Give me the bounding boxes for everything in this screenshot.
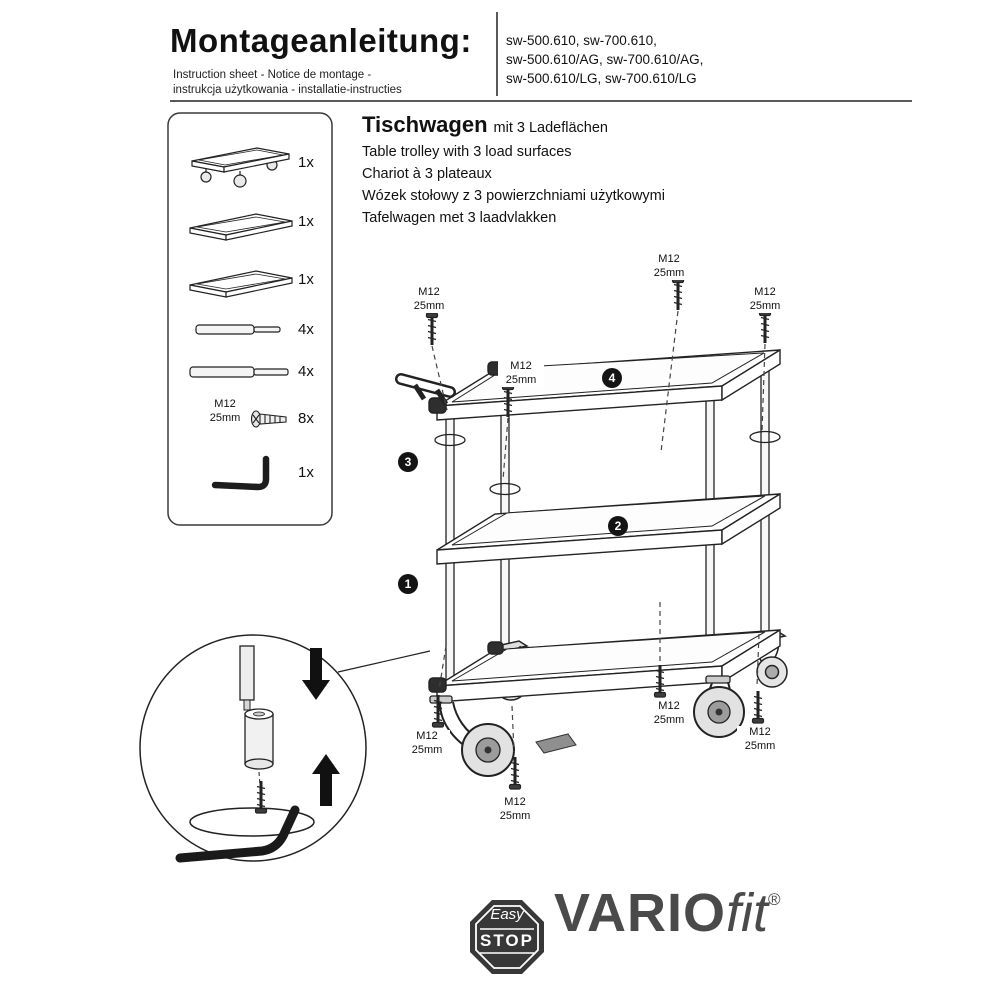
variofit-fit-text: fit [726,883,769,943]
screw-callout-label: M12 25mm [737,726,783,753]
screw-callout-label: M12 25mm [406,286,452,313]
part-qty-tray1: 1x [298,213,314,230]
screw-callout-label: M12 25mm [646,700,692,727]
screw-callout-label: M12 25mm [492,796,538,823]
part-qty-tube-long: 4x [298,363,314,380]
tray-icon-1 [189,213,293,241]
screw-callout-label: M12 25mm [646,253,692,280]
variofit-logo: VARIOfit® [554,882,781,944]
screw-icon [250,410,287,428]
tray-icon-2 [189,270,293,298]
registered-mark: ® [768,890,781,909]
easystop-easy-text: Easy [490,906,524,923]
screw-callout-label: M12 25mm [404,730,450,757]
caster-front-left [429,695,515,777]
product-title: Tischwagen mit 3 Ladeflächen [362,112,608,138]
product-code-line: sw-500.610/LG, sw-700.610/LG [506,71,697,86]
parts-list-box [167,112,333,526]
tube-short-icon [195,324,281,335]
sheet-subtitle-2: instrukcja użytkowania - installatie-ins… [173,84,402,96]
sheet-title: Montageanleitung: [170,22,472,59]
part-qty-tray2: 1x [298,271,314,288]
product-title-en: Table trolley with 3 load surfaces [362,144,572,160]
product-code-line: sw-500.610, sw-700.610, [506,33,657,48]
part-qty-tube-short: 4x [298,321,314,338]
step-badge-2: 2 [608,516,628,536]
washer-rings [434,430,781,496]
allen-key-detail-icon [175,805,300,863]
tray-base [428,628,781,703]
variofit-vario-text: VARIO [554,883,727,943]
product-title-main: Tischwagen [362,112,488,137]
part-qty-allen-key: 1x [298,464,314,481]
allen-key-icon [211,455,270,491]
product-codes: sw-500.610, sw-700.610, sw-500.610/AG, s… [506,31,703,88]
sheet-subtitle-1: Instruction sheet - Notice de montage - [173,69,372,81]
arrow-up-icon [312,754,340,806]
total-stop-pedal [535,733,577,754]
product-title-pl: Wózek stołowy z 3 powierzchniami użytkow… [362,188,665,204]
product-title-suffix: mit 3 Ladeflächen [493,120,608,136]
washer-large [189,807,315,837]
detail-view [139,634,431,863]
product-code-line: sw-500.610/AG, sw-700.610/AG, [506,52,704,67]
arrow-down-icon [302,648,330,700]
leader-lines [431,310,766,753]
product-title-fr: Chariot à 3 plateaux [362,166,492,182]
easystop-logo [470,900,544,974]
base-frame-icon [191,147,290,188]
caster-front-right [693,675,745,738]
step-badge-4: 4 [602,368,622,388]
screw-callout-label: M12 25mm [742,286,788,313]
easystop-stop-text: STOP [480,931,534,950]
push-handle [395,373,456,406]
part-qty-screw: 8x [298,410,314,427]
step-badge-1: 1 [398,574,418,594]
part-screw-size-label: M12 25mm [202,398,248,425]
step-badge-3: 3 [398,452,418,472]
trolley-diagram [395,276,788,791]
tube-long-icon [189,366,289,378]
product-title-nl: Tafelwagen met 3 laadvlakken [362,210,557,226]
part-qty-base: 1x [298,154,314,171]
screw-callout-label: M12 25mm [498,360,544,387]
